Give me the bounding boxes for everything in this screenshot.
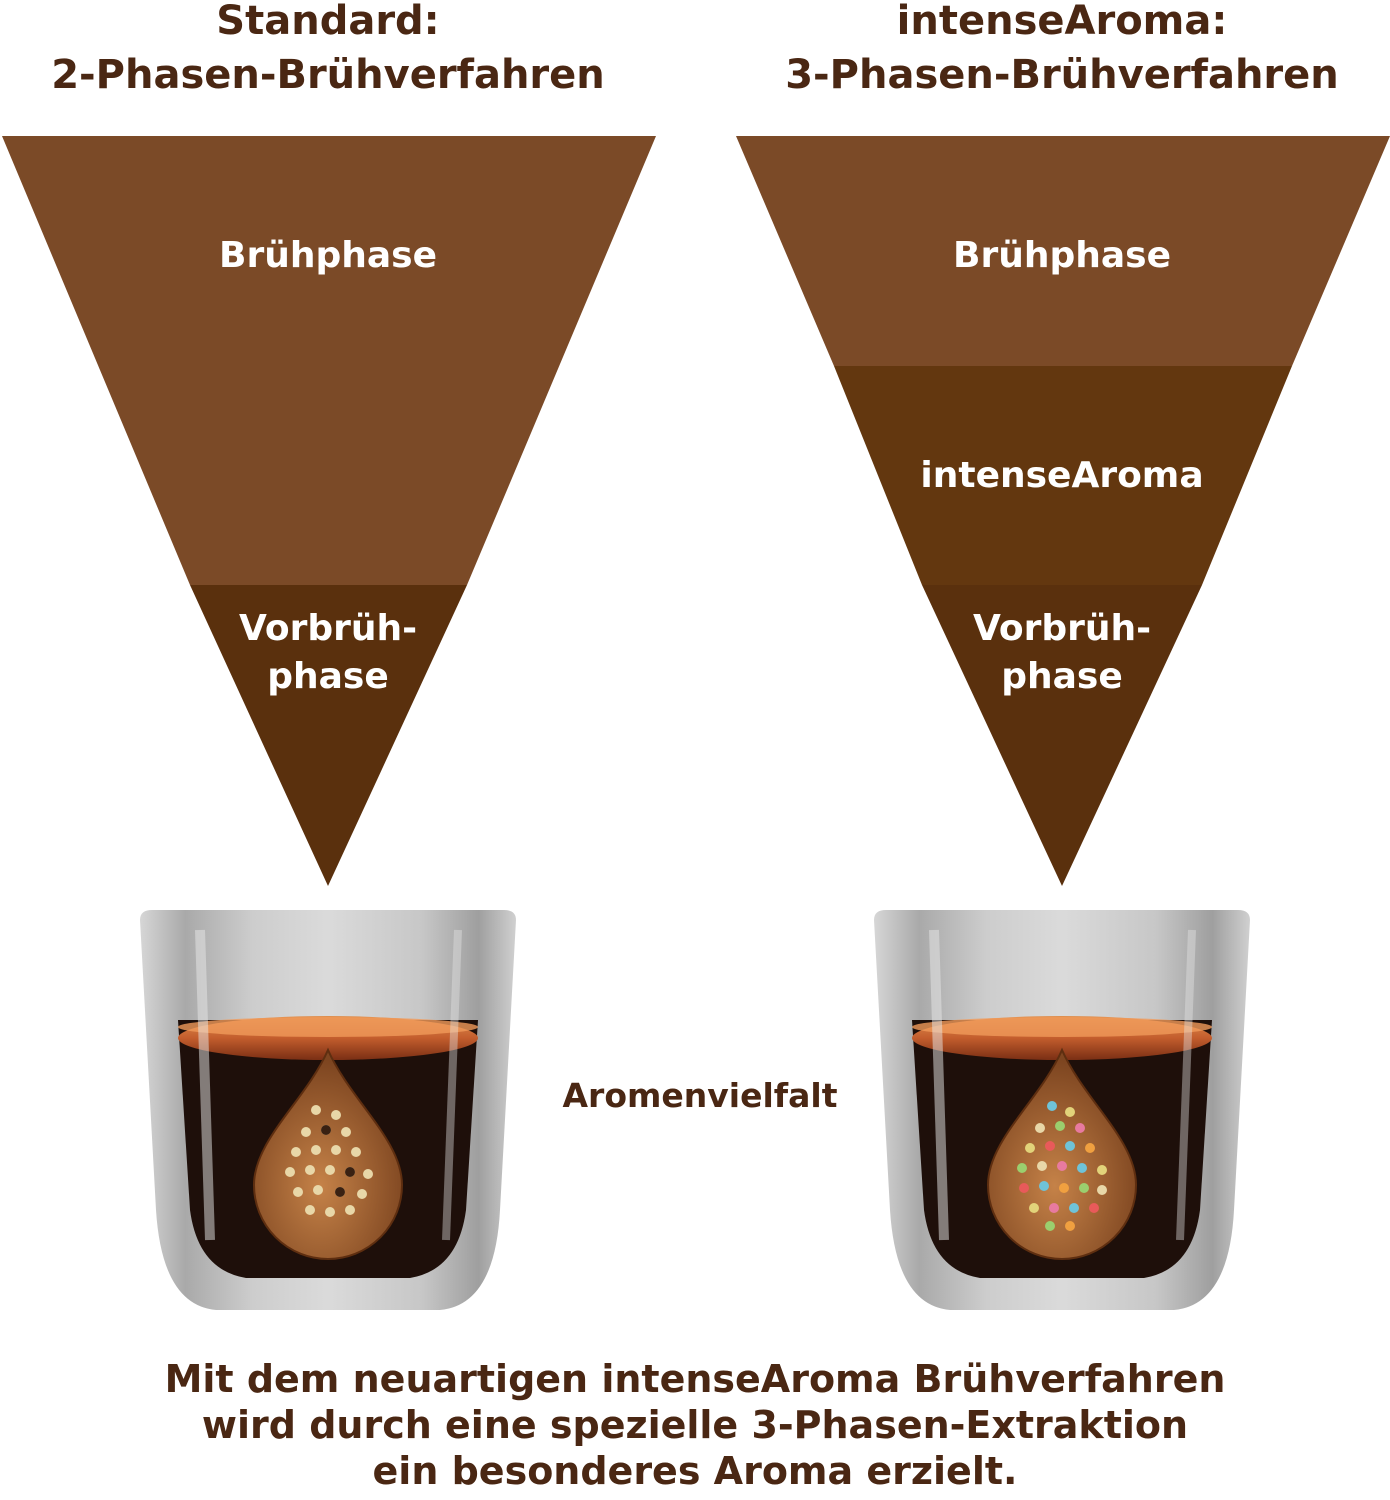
standard-bruehphase-label: Brühphase [219, 235, 437, 276]
intense-aroma-heading-line1: intenseAroma: [896, 0, 1228, 44]
footer-caption: Mit dem neuartigen intenseAroma Brühverf… [0, 1356, 1390, 1494]
espresso-glass-icon [140, 910, 516, 1310]
standard-heading: Standard: 2-Phasen-Brühverfahren [0, 0, 656, 102]
intense-aroma-segment [834, 366, 1292, 585]
intense-vorbruehphase-label-1: Vorbrüh- [973, 608, 1151, 649]
intense-bruehphase-segment [736, 136, 1390, 366]
footer-line-3: ein besonderes Aroma erzielt. [372, 1449, 1018, 1493]
intense-vorbruehphase-segment [922, 585, 1202, 886]
standard-bruehphase-segment [2, 136, 656, 585]
intense-bruehphase-label: Brühphase [953, 235, 1171, 276]
intense-aroma-phase-label: intenseAroma [920, 455, 1203, 496]
standard-vorbruehphase-label-1: Vorbrüh- [239, 608, 417, 649]
espresso-glass-icon [874, 910, 1250, 1310]
standard-vorbruehphase-label-2: phase [267, 656, 389, 697]
footer-line-2: wird durch eine spezielle 3-Phasen-Extra… [201, 1403, 1189, 1447]
standard-heading-line1: Standard: [216, 0, 440, 44]
intense-vorbruehphase-label-2: phase [1001, 656, 1123, 697]
standard-heading-line2: 2-Phasen-Brühverfahren [51, 52, 605, 98]
standard-funnel: Brühphase Vorbrüh- phase [2, 136, 656, 886]
footer-line-1: Mit dem neuartigen intenseAroma Brühverf… [164, 1357, 1226, 1401]
aroma-drop-icon [986, 1047, 1138, 1260]
standard-vorbruehphase-segment [190, 585, 467, 886]
intense-aroma-heading: intenseAroma: 3-Phasen-Brühverfahren [734, 0, 1390, 102]
intense-aroma-heading-line2: 3-Phasen-Brühverfahren [785, 52, 1339, 98]
aromenvielfalt-label: Aromenvielfalt [562, 1076, 838, 1115]
aroma-drop-icon [252, 1047, 404, 1260]
intense-aroma-funnel: Brühphase intenseAroma Vorbrüh- phase [736, 136, 1390, 886]
